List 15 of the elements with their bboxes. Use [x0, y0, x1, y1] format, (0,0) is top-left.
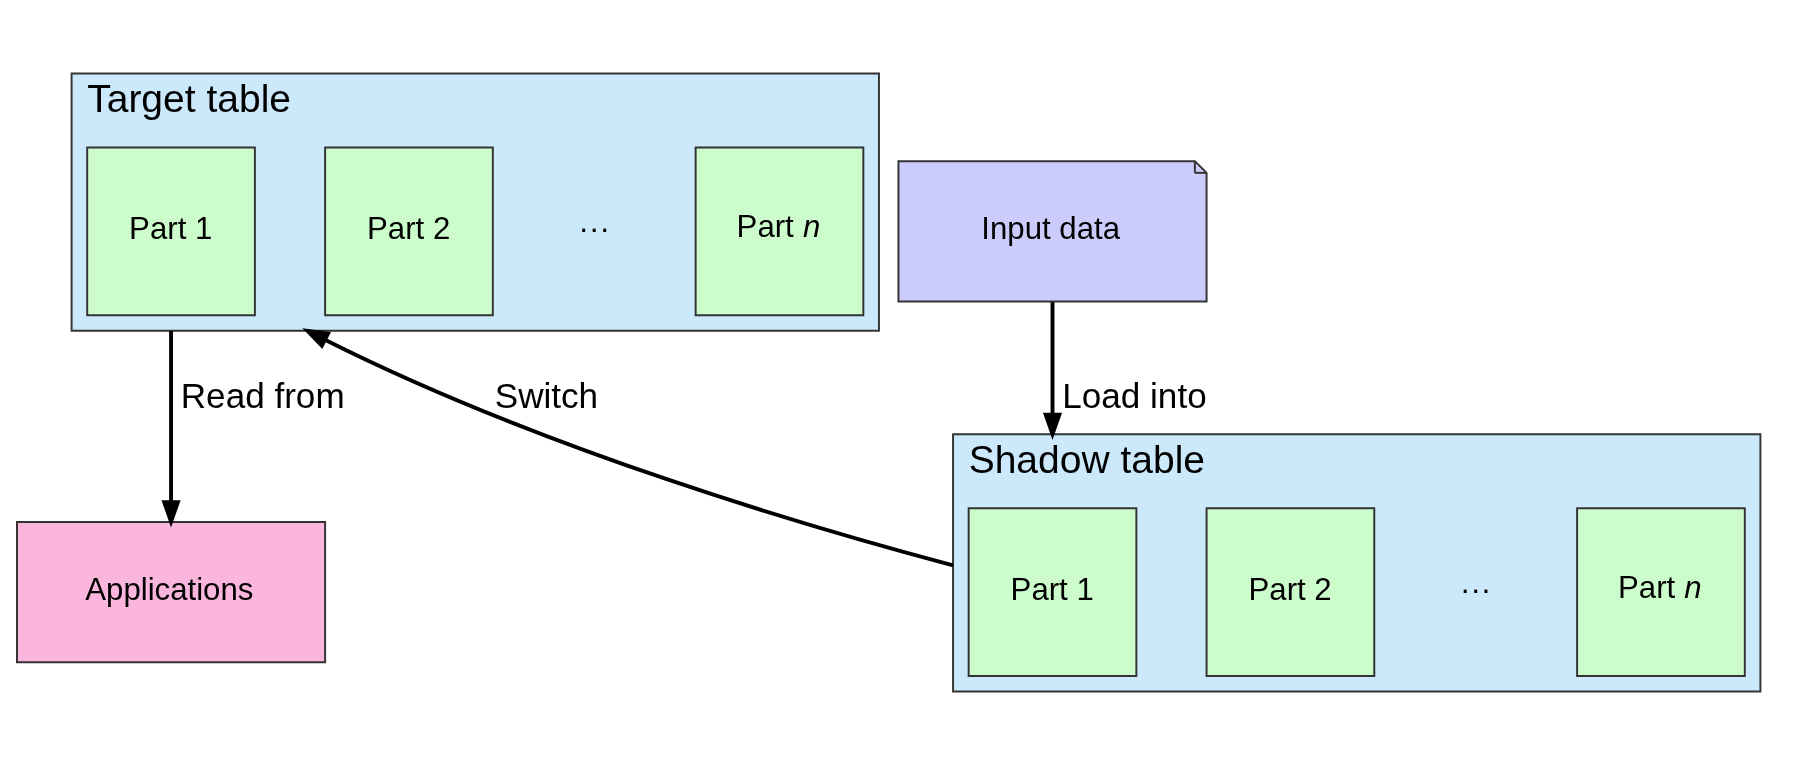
node-box: Applications [16, 520, 327, 663]
arrow [1042, 301, 1063, 440]
label: ··· [578, 210, 610, 246]
node-box: Part 2 [1205, 506, 1376, 677]
node-box: Part n [694, 146, 865, 316]
node-box: Part 1 [86, 146, 256, 316]
arrow [161, 330, 181, 528]
node-box: Part n [1576, 506, 1746, 677]
arrow [302, 327, 954, 567]
edge-label: Switch [494, 375, 599, 415]
node-box: Part 2 [324, 146, 494, 316]
edge-label: Load into [1062, 375, 1207, 415]
node-box: Part 1 [967, 506, 1138, 677]
edge-label: Read from [180, 375, 345, 415]
label: ··· [1460, 571, 1492, 607]
